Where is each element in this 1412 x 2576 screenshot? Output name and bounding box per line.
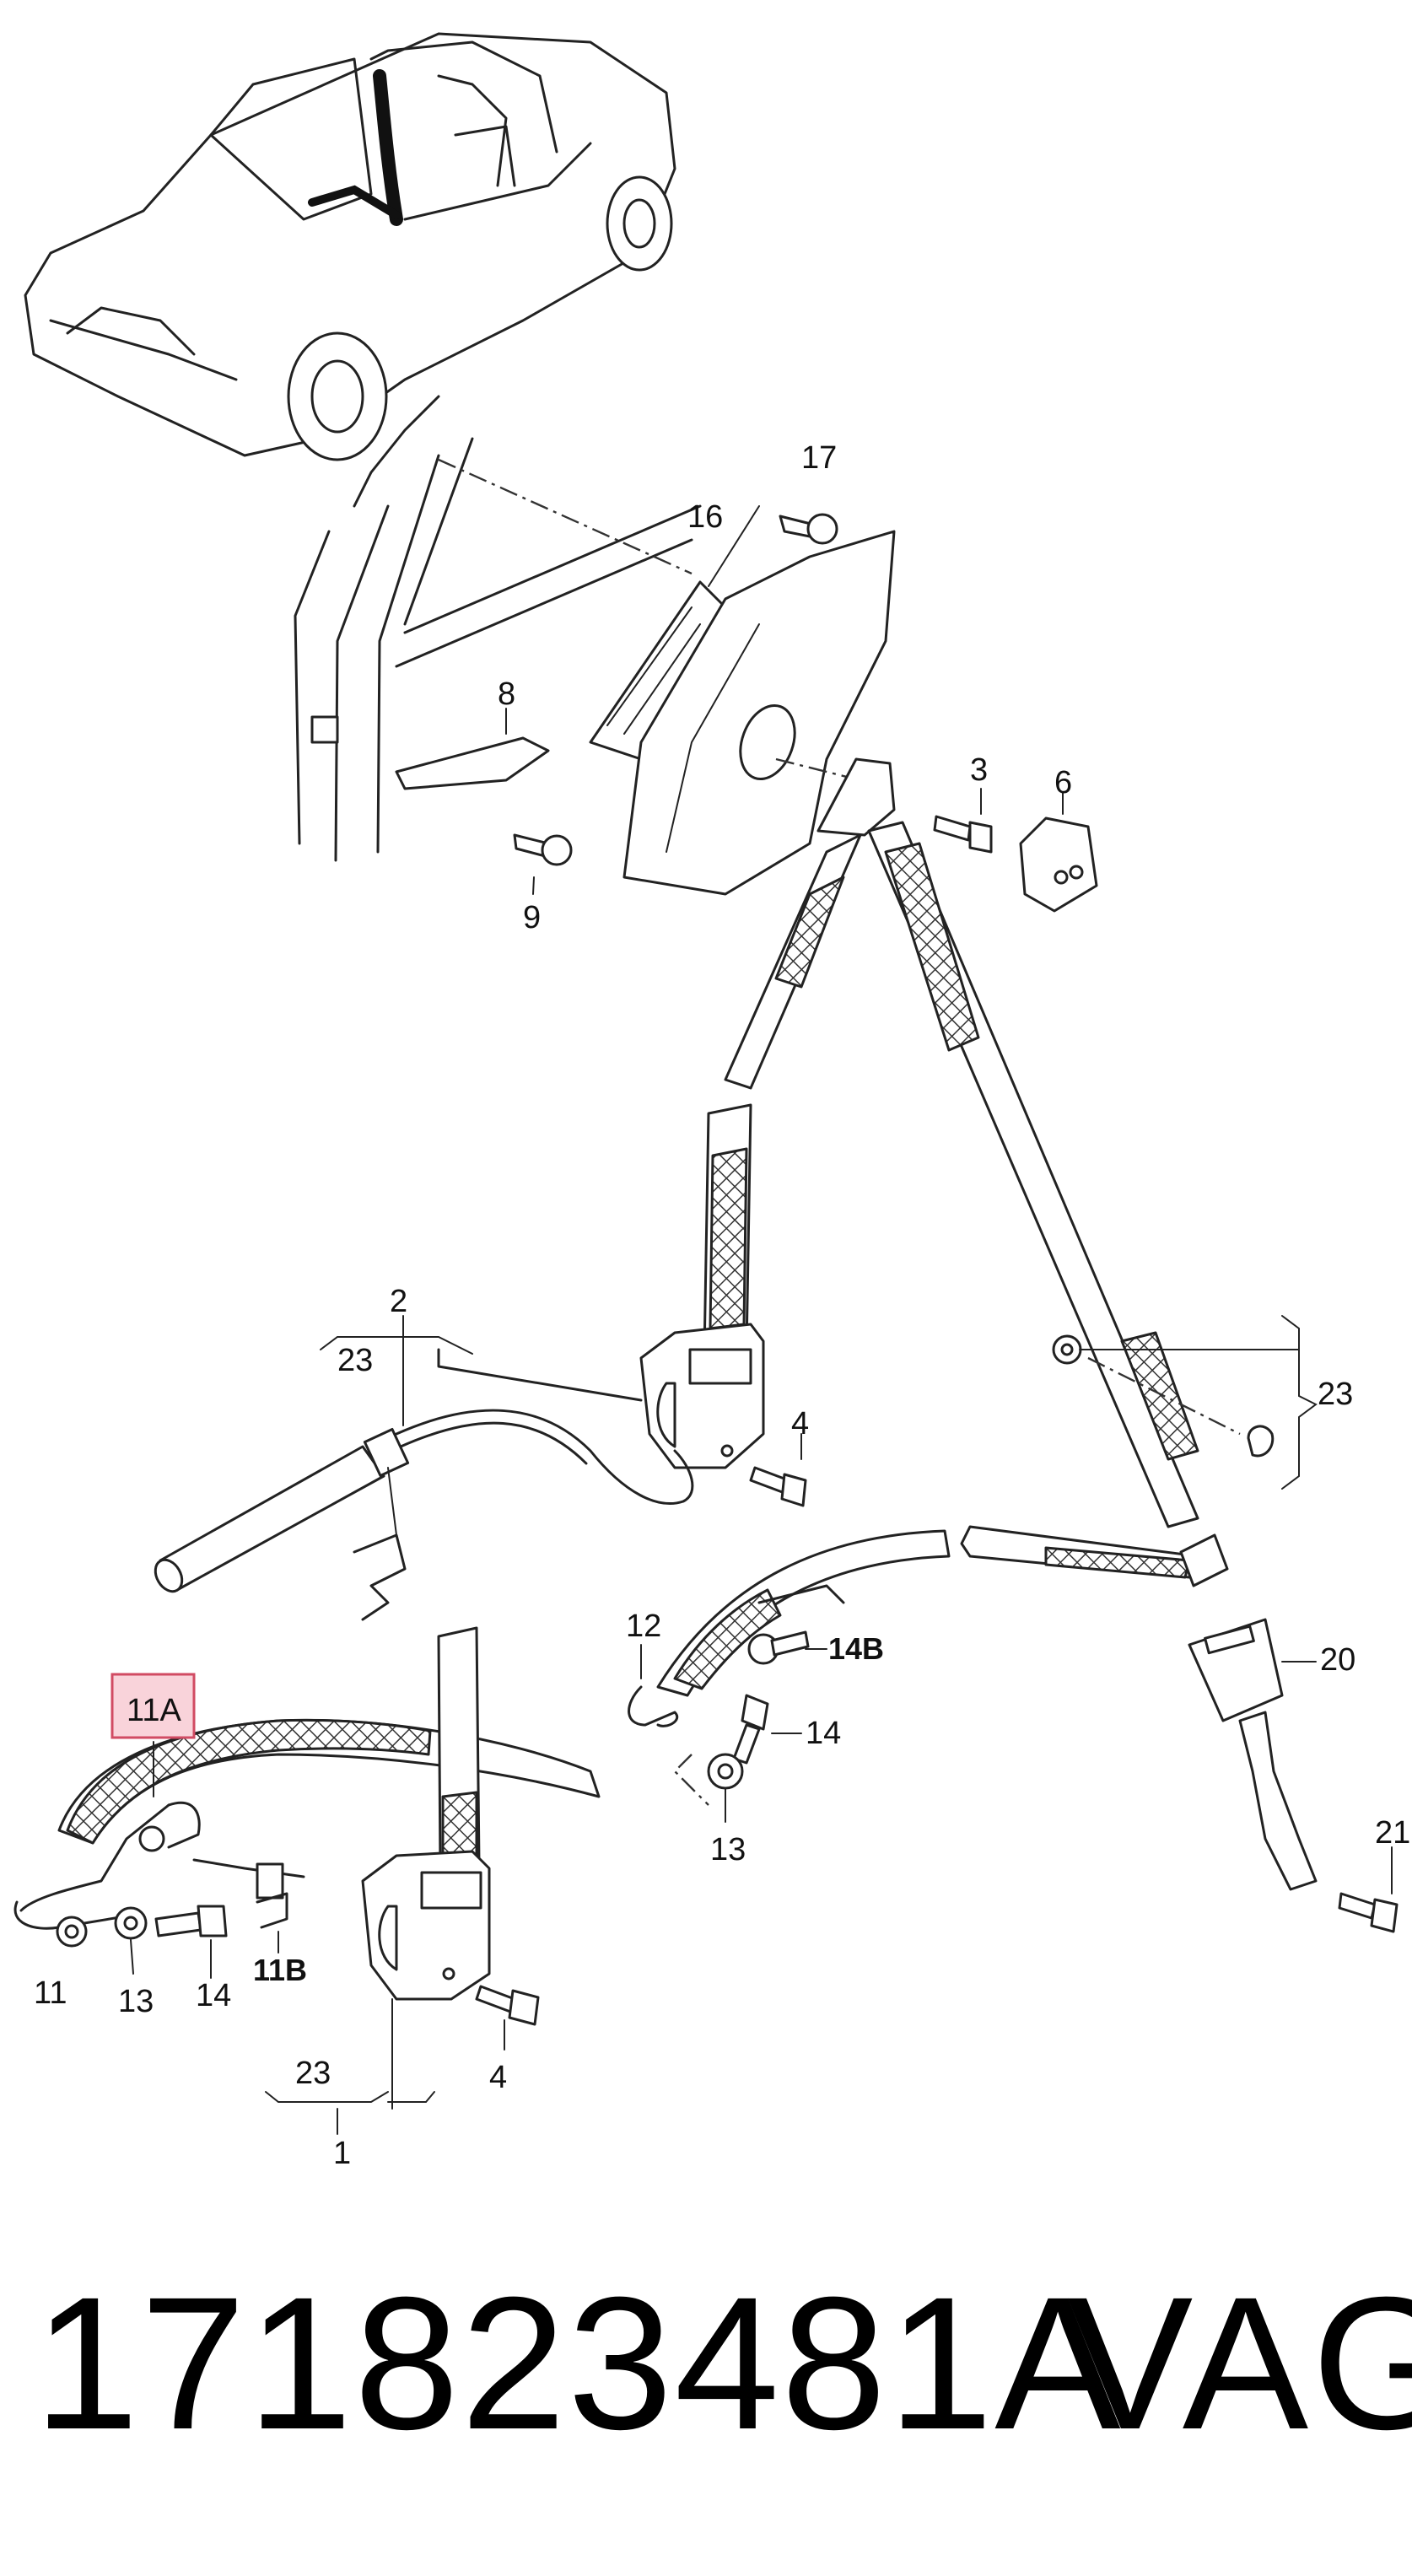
part-number: 171823481A bbox=[34, 2258, 1123, 2469]
callout-11a-highlight[interactable]: 11A bbox=[110, 1673, 196, 1739]
callout-23-top: 23 bbox=[337, 1343, 373, 1378]
eye-11 bbox=[56, 1916, 88, 1948]
screw-9 bbox=[513, 833, 573, 895]
callout-14b: 14B bbox=[828, 1631, 884, 1666]
part-footer: 171823481A VAG bbox=[0, 2269, 1412, 2488]
callout-11: 11 bbox=[34, 1975, 67, 2011]
bolt-21 bbox=[1338, 1846, 1399, 1933]
callout-1: 1 bbox=[333, 2136, 351, 2171]
cable-and-tensioner-tube bbox=[154, 1409, 694, 1621]
callout-17: 17 bbox=[801, 440, 837, 476]
seat-belt-exploded-diagram: 17 16 8 9 3 6 2 23 4 23 12 14B 14 13 20 … bbox=[13, 32, 1410, 2171]
callout-23-right: 23 bbox=[1318, 1377, 1353, 1412]
bolt-14b bbox=[747, 1630, 827, 1665]
washer-13-left bbox=[114, 1906, 148, 1975]
callout-9: 9 bbox=[523, 900, 541, 935]
bolt-17 bbox=[779, 513, 838, 545]
callout-11b: 11B bbox=[253, 1953, 307, 1987]
callout-20: 20 bbox=[1320, 1642, 1355, 1678]
callout-6: 6 bbox=[1054, 765, 1072, 800]
callout-23-bottom: 23 bbox=[295, 2056, 331, 2091]
callout-4-bottom: 4 bbox=[489, 2060, 507, 2095]
callout-16: 16 bbox=[687, 499, 723, 535]
callout-2: 2 bbox=[390, 1284, 407, 1319]
bolt-14-left bbox=[154, 1905, 228, 1979]
retractor-upper bbox=[639, 1103, 765, 1469]
callout-4-mid: 4 bbox=[791, 1406, 809, 1442]
convertible-car-illustration bbox=[24, 32, 676, 461]
callout-13-mid: 13 bbox=[710, 1832, 746, 1867]
bolt-14-mid bbox=[732, 1694, 802, 1765]
callout-21: 21 bbox=[1375, 1815, 1410, 1851]
callout-3: 3 bbox=[970, 752, 988, 788]
callout-12: 12 bbox=[626, 1609, 661, 1644]
clip-8 bbox=[395, 708, 550, 790]
lap-belt-right bbox=[960, 1525, 1229, 1587]
callout-11a: 11A bbox=[127, 1693, 181, 1728]
callout-14-left: 14 bbox=[196, 1978, 231, 2013]
bolt-4-mid bbox=[749, 1433, 807, 1507]
bolt-3 bbox=[933, 788, 993, 854]
shoulder-belt bbox=[724, 757, 1199, 1528]
callout-14-mid: 14 bbox=[806, 1716, 841, 1751]
brand-name: VAG bbox=[1067, 2258, 1412, 2469]
clip-11b bbox=[256, 1892, 288, 1954]
bolt-4-bottom bbox=[475, 1985, 540, 2051]
lap-belt-12 bbox=[628, 1529, 951, 1727]
pillar-trim-panel bbox=[622, 530, 896, 896]
retractor-lower bbox=[361, 1626, 491, 2001]
buckle-20 bbox=[1188, 1618, 1318, 1891]
retaining-caps-23 bbox=[1052, 1315, 1318, 1490]
lap-belt-11a bbox=[13, 1718, 601, 1930]
washer-13-mid bbox=[673, 1753, 744, 1823]
callout-8: 8 bbox=[498, 676, 515, 712]
cover-cap-6 bbox=[1019, 792, 1098, 913]
callout-13-left: 13 bbox=[118, 1984, 154, 2019]
